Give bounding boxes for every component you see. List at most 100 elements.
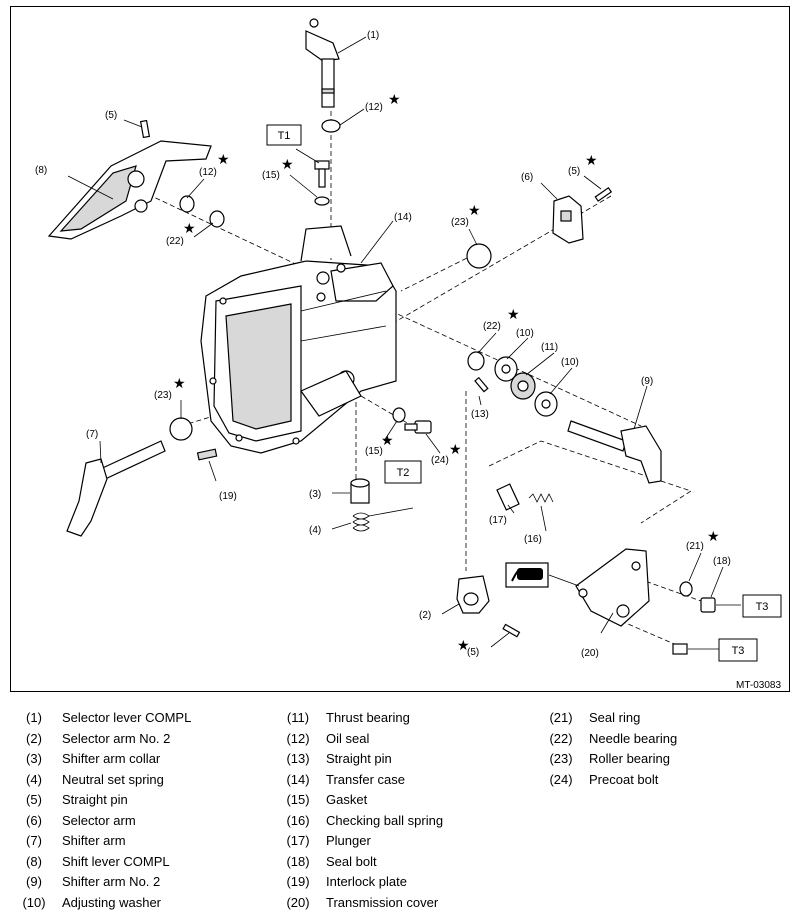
roller-bearing-left-part (169, 417, 193, 441)
legend-item-number: (19) (286, 874, 310, 889)
callout-23b: (23) (154, 390, 172, 401)
callout-5b: (5) (568, 166, 580, 177)
legend-item-name: Precoat bolt (589, 771, 659, 787)
callout-22a: (22) (166, 236, 184, 247)
star-icon: ★ (381, 433, 394, 449)
plunger-part (496, 483, 520, 511)
gasket-top-part (314, 196, 330, 206)
legend-item-name: Checking ball spring (326, 812, 444, 828)
selector-lever-part (305, 18, 340, 108)
shift-lever-part (47, 140, 212, 240)
star-icon: ★ (173, 376, 186, 392)
legend-item-name: Straight pin (62, 792, 128, 807)
oil-seal-left-part (179, 195, 195, 213)
star-icon: ★ (183, 221, 196, 237)
legend-item-name: Shifter arm (62, 833, 126, 848)
transmission-cover-part (575, 548, 650, 627)
callout-5a: (5) (105, 110, 117, 121)
precoat-bolt-part (404, 420, 432, 434)
legend-item-name: Seal bolt (326, 853, 377, 869)
callout-23a: (23) (451, 217, 469, 228)
legend-item-name: Needle bearing (589, 730, 678, 746)
seal-ring-part (679, 581, 693, 597)
callout-14: (14) (394, 212, 412, 223)
legend-item-number: (1) (26, 710, 42, 725)
callout-4: (4) (309, 525, 321, 536)
star-icon: ★ (707, 529, 720, 545)
legend-item-number: (6) (26, 812, 42, 828)
gasket-right-part (392, 407, 406, 423)
legend-item-name: Transmission cover (326, 894, 439, 910)
callout-17: (17) (489, 515, 507, 526)
callout-9: (9) (641, 376, 653, 387)
star-icon: ★ (468, 203, 481, 219)
legend-item-number: (20) (286, 894, 310, 910)
legend-item-number: (8) (26, 853, 42, 869)
callout-22b: (22) (483, 321, 501, 332)
leader-lines (67, 36, 741, 650)
legend-item-name: Straight pin (326, 751, 392, 766)
legend-item-number: (15) (286, 792, 310, 807)
star-icon: ★ (507, 307, 520, 323)
callout-19: (19) (219, 491, 237, 502)
callout-24: (24) (431, 455, 449, 466)
svg-text:T3: T3 (732, 645, 745, 657)
torque-box-t2: T2 (384, 460, 422, 484)
callout-6: (6) (521, 172, 533, 183)
needle-bearing-center-part (467, 351, 485, 371)
checking-ball-spring-part (528, 493, 554, 503)
exploded-diagram: T1 T2 T3 T3 (1) (12) ★ (5) (8) (12) ★ (1… (35, 18, 782, 691)
legend-item-number: (10) (22, 894, 46, 910)
callout-21: (21) (686, 541, 704, 552)
callout-10b: (10) (561, 357, 579, 368)
straight-pin-c-part (474, 376, 489, 393)
legend-item-number: (7) (26, 833, 42, 848)
legend-item-name: Interlock plate (326, 874, 407, 889)
callout-13: (13) (471, 409, 489, 420)
legend-item-number: (24) (549, 771, 573, 787)
callout-10a: (10) (516, 328, 534, 339)
callout-12a: (12) (365, 102, 383, 113)
callout-8: (8) (35, 165, 47, 176)
straight-pin-a-part (139, 119, 151, 139)
legend-item-number: (13) (286, 751, 310, 766)
legend-item-number: (23) (549, 751, 573, 766)
callout-7: (7) (86, 429, 98, 440)
legend-item-name: Gasket (326, 792, 368, 807)
callout-2: (2) (419, 610, 431, 621)
legend-item-number: (16) (286, 812, 310, 828)
torque-box-t3-lower: T3 (718, 638, 758, 662)
callout-18: (18) (713, 556, 731, 567)
transfer-case (200, 225, 397, 454)
straight-pin-d-part (502, 623, 521, 638)
legend-item-name: Shifter arm No. 2 (62, 874, 161, 889)
legend-item-name: Neutral set spring (62, 771, 164, 787)
legend-item-number: (3) (26, 751, 42, 766)
callout-15b: (15) (365, 446, 383, 457)
roller-bearing-right-part (466, 243, 492, 269)
straight-pin-b-part (594, 186, 613, 202)
shifter-arm-collar-part (350, 478, 370, 504)
legend-item-name: Selector arm No. 2 (62, 730, 171, 746)
legend-item-name: Roller bearing (589, 751, 670, 766)
seal-bolt-part (700, 597, 716, 613)
svg-text:T3: T3 (756, 601, 769, 613)
legend-item-name: Thrust bearing (326, 710, 410, 725)
legend-item-name: Plunger (326, 833, 371, 848)
torque-box-t1: T1 (266, 124, 302, 146)
star-icon: ★ (585, 153, 598, 169)
callout-labels: (1) (12) ★ (5) (8) (12) ★ (15) ★ (22) ★ … (35, 30, 781, 691)
star-icon: ★ (281, 157, 294, 173)
legend-item-number: (17) (286, 833, 310, 848)
legend-item-number: (14) (286, 771, 310, 787)
legend-item-number: (12) (286, 730, 310, 746)
legend-item-number: (5) (26, 792, 42, 807)
grease-icon (505, 562, 580, 588)
oil-seal-top-part (321, 119, 341, 133)
star-icon: ★ (217, 152, 230, 168)
legend-item-number: (4) (26, 771, 42, 787)
legend-item-name: Seal ring (589, 710, 641, 725)
callout-3: (3) (309, 489, 321, 500)
star-icon: ★ (457, 638, 470, 654)
shifter-arm-2-part (567, 420, 662, 484)
